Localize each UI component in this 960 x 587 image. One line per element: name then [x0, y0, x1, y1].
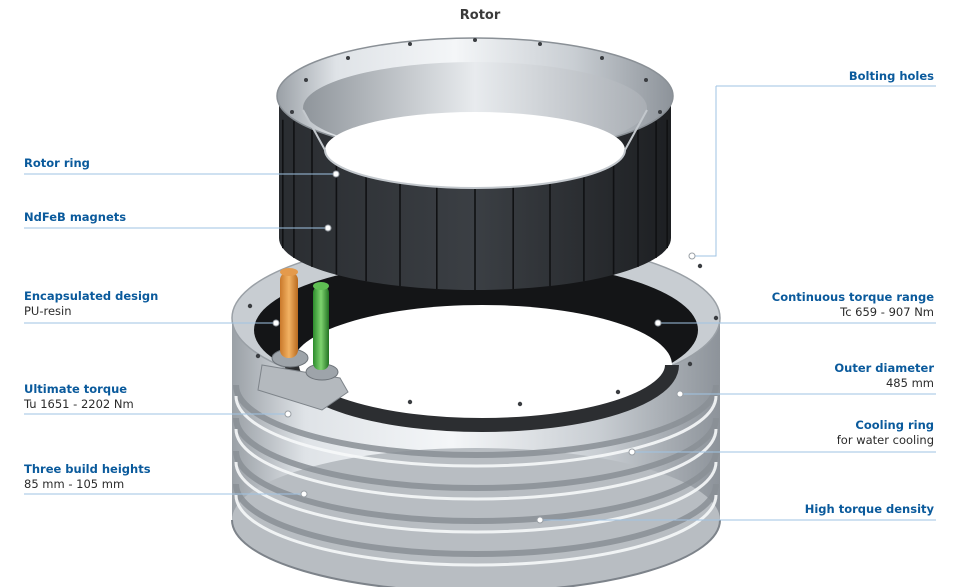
label-bolting-holes: Bolting holes	[849, 69, 934, 84]
label-subtitle: 485 mm	[885, 376, 934, 390]
label-title: Encapsulated design	[24, 289, 159, 303]
stator-ring	[231, 237, 721, 587]
label-title: High torque density	[804, 502, 934, 516]
label-title: Ultimate torque	[24, 382, 128, 396]
label-subtitle: Tu 1651 - 2202 Nm	[24, 397, 134, 411]
rotor-title: Rotor	[459, 8, 501, 23]
label-title: NdFeB magnets	[24, 210, 127, 224]
label-title: Three build heights	[24, 462, 151, 476]
label-ndfeb-magnets: NdFeB magnets	[24, 210, 126, 225]
label-title: Rotor ring	[24, 156, 90, 170]
label-subtitle: 85 mm - 105 mm	[24, 477, 125, 491]
label-title: Outer diameter	[834, 361, 934, 375]
label-title: Continuous torque range	[771, 290, 934, 304]
label-ultimate-torque: Ultimate torque Tu 1651 - 2202 Nm	[24, 382, 134, 412]
green-cable	[313, 286, 329, 370]
label-encapsulated-design: Encapsulated design PU-resin	[24, 289, 158, 319]
label-outer-diameter: Outer diameter 485 mm	[834, 361, 934, 391]
cable-connectors	[257, 268, 349, 411]
leader-lines	[24, 85, 936, 521]
label-title: Bolting holes	[848, 69, 934, 83]
label-torque-density: High torque density	[805, 502, 934, 517]
label-subtitle: PU-resin	[24, 304, 72, 318]
label-cooling-ring: Cooling ring for water cooling	[837, 418, 934, 448]
label-continuous-torque: Continuous torque range Tc 659 - 907 Nm	[772, 290, 934, 320]
label-title: Cooling ring	[855, 418, 934, 432]
label-rotor-ring: Rotor ring	[24, 156, 90, 171]
callout-dots	[272, 170, 696, 524]
orange-cable	[280, 272, 298, 358]
label-subtitle: Tc 659 - 907 Nm	[840, 305, 934, 319]
rotor-ring	[276, 37, 674, 290]
cooling-grooves	[233, 384, 719, 557]
label-build-heights: Three build heights 85 mm - 105 mm	[24, 462, 151, 492]
label-subtitle: for water cooling	[836, 433, 934, 447]
